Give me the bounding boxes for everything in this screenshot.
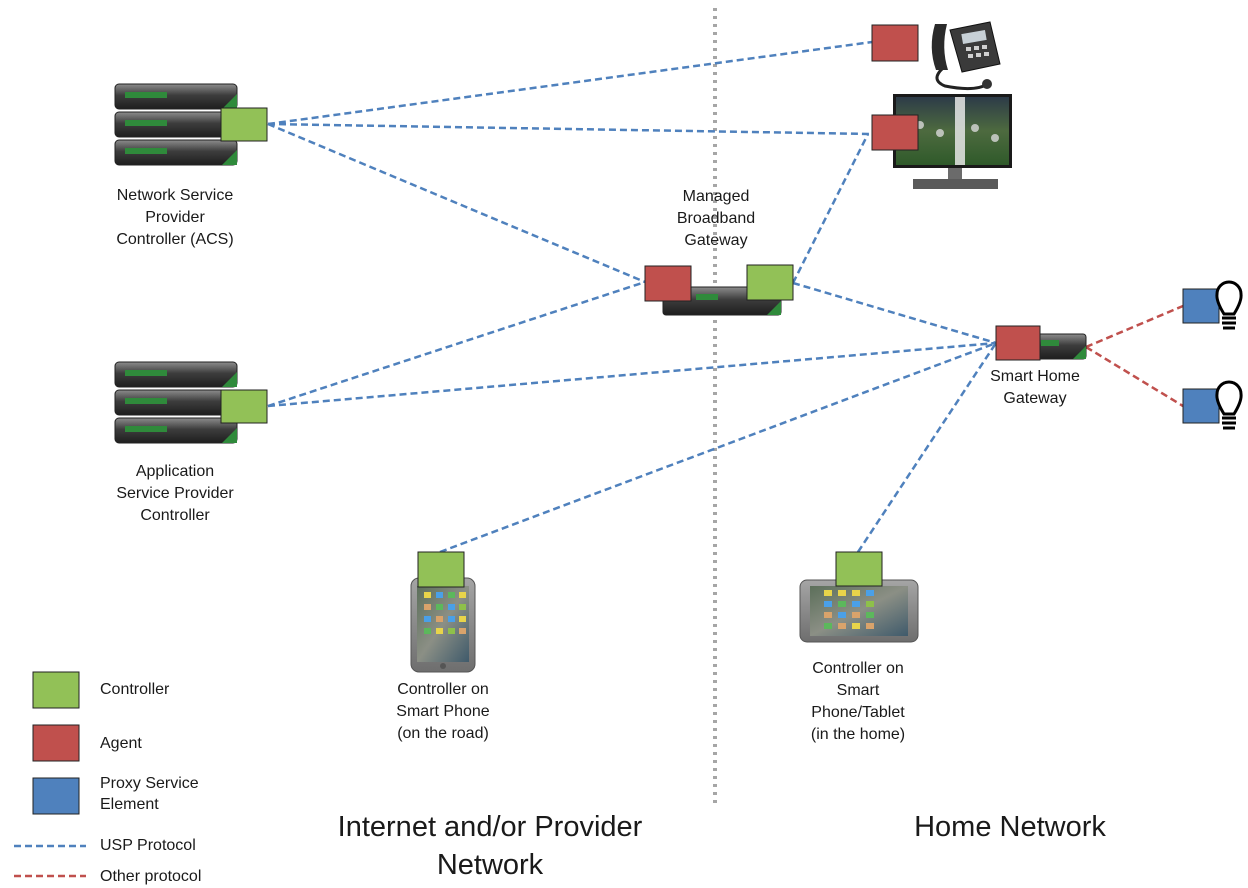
legend-usp-label: USP Protocol [100, 837, 196, 854]
legend-controller-swatch [32, 671, 80, 709]
broadband-gateway-agent-marker [644, 265, 692, 302]
usp-link-tablet-smarthome [856, 342, 998, 553]
nsp-controller-label: Network Service Provider Controller (ACS… [116, 187, 234, 248]
broadband-gateway-controller-marker [746, 264, 794, 301]
usp-link-asp-smarthome [267, 341, 997, 408]
television-icon [893, 94, 1012, 189]
legend-controller-label: Controller [100, 681, 170, 698]
other-link-bulb-top [1085, 304, 1184, 349]
asp-server-icon [114, 361, 238, 444]
usp-link-asp-gateway [267, 280, 646, 408]
home-region-title: Home Network [914, 811, 1106, 843]
ip-phone-icon [918, 12, 1010, 92]
usp-connections [267, 40, 998, 554]
internet-region-title: Internet and/or Provider Network [337, 811, 643, 881]
asp-controller-label: Application Service Provider Controller [116, 463, 234, 524]
tablet-controller-marker [835, 551, 883, 587]
legend-agent-label: Agent [100, 735, 142, 752]
light-bulb-icon [1182, 380, 1243, 430]
legend-proxy-label: Proxy Service Element [100, 775, 199, 813]
tablet-icon [799, 579, 919, 643]
tablet-controller-label: Controller on Smart Phone/Tablet (in the… [810, 660, 906, 743]
usp-link-smartphone-smarthome [439, 341, 997, 554]
smart-home-gateway-agent-marker [995, 325, 1041, 361]
usp-link-gateway-smarthome [792, 281, 997, 345]
nsp-controller-marker [220, 107, 268, 142]
light-bulb-icon [1182, 280, 1243, 330]
legend-proxy-swatch [32, 777, 80, 815]
usp-link-gateway-tv [791, 133, 870, 284]
smart-home-gateway-label: Smart Home Gateway [990, 368, 1080, 407]
usp-link-nsp-tv [267, 122, 873, 136]
smartphone-icon [410, 577, 476, 673]
phone-controller-label: Controller on Smart Phone (on the road) [396, 681, 490, 742]
usp-link-nsp-phone [267, 40, 873, 126]
nsp-server-icon [114, 83, 238, 166]
smartphone-controller-marker [417, 551, 465, 588]
legend-other-label: Other protocol [100, 868, 202, 885]
ip-phone-agent-marker [871, 24, 919, 62]
television-agent-marker [871, 114, 919, 151]
broadband-gateway-label: Managed Broadband Gateway [676, 188, 756, 249]
asp-controller-marker [220, 389, 268, 424]
other-connections [1085, 304, 1184, 408]
other-link-bulb-bottom [1085, 345, 1184, 408]
legend-agent-swatch [32, 724, 80, 762]
legend [14, 671, 86, 878]
usp-link-nsp-gateway [267, 122, 646, 284]
